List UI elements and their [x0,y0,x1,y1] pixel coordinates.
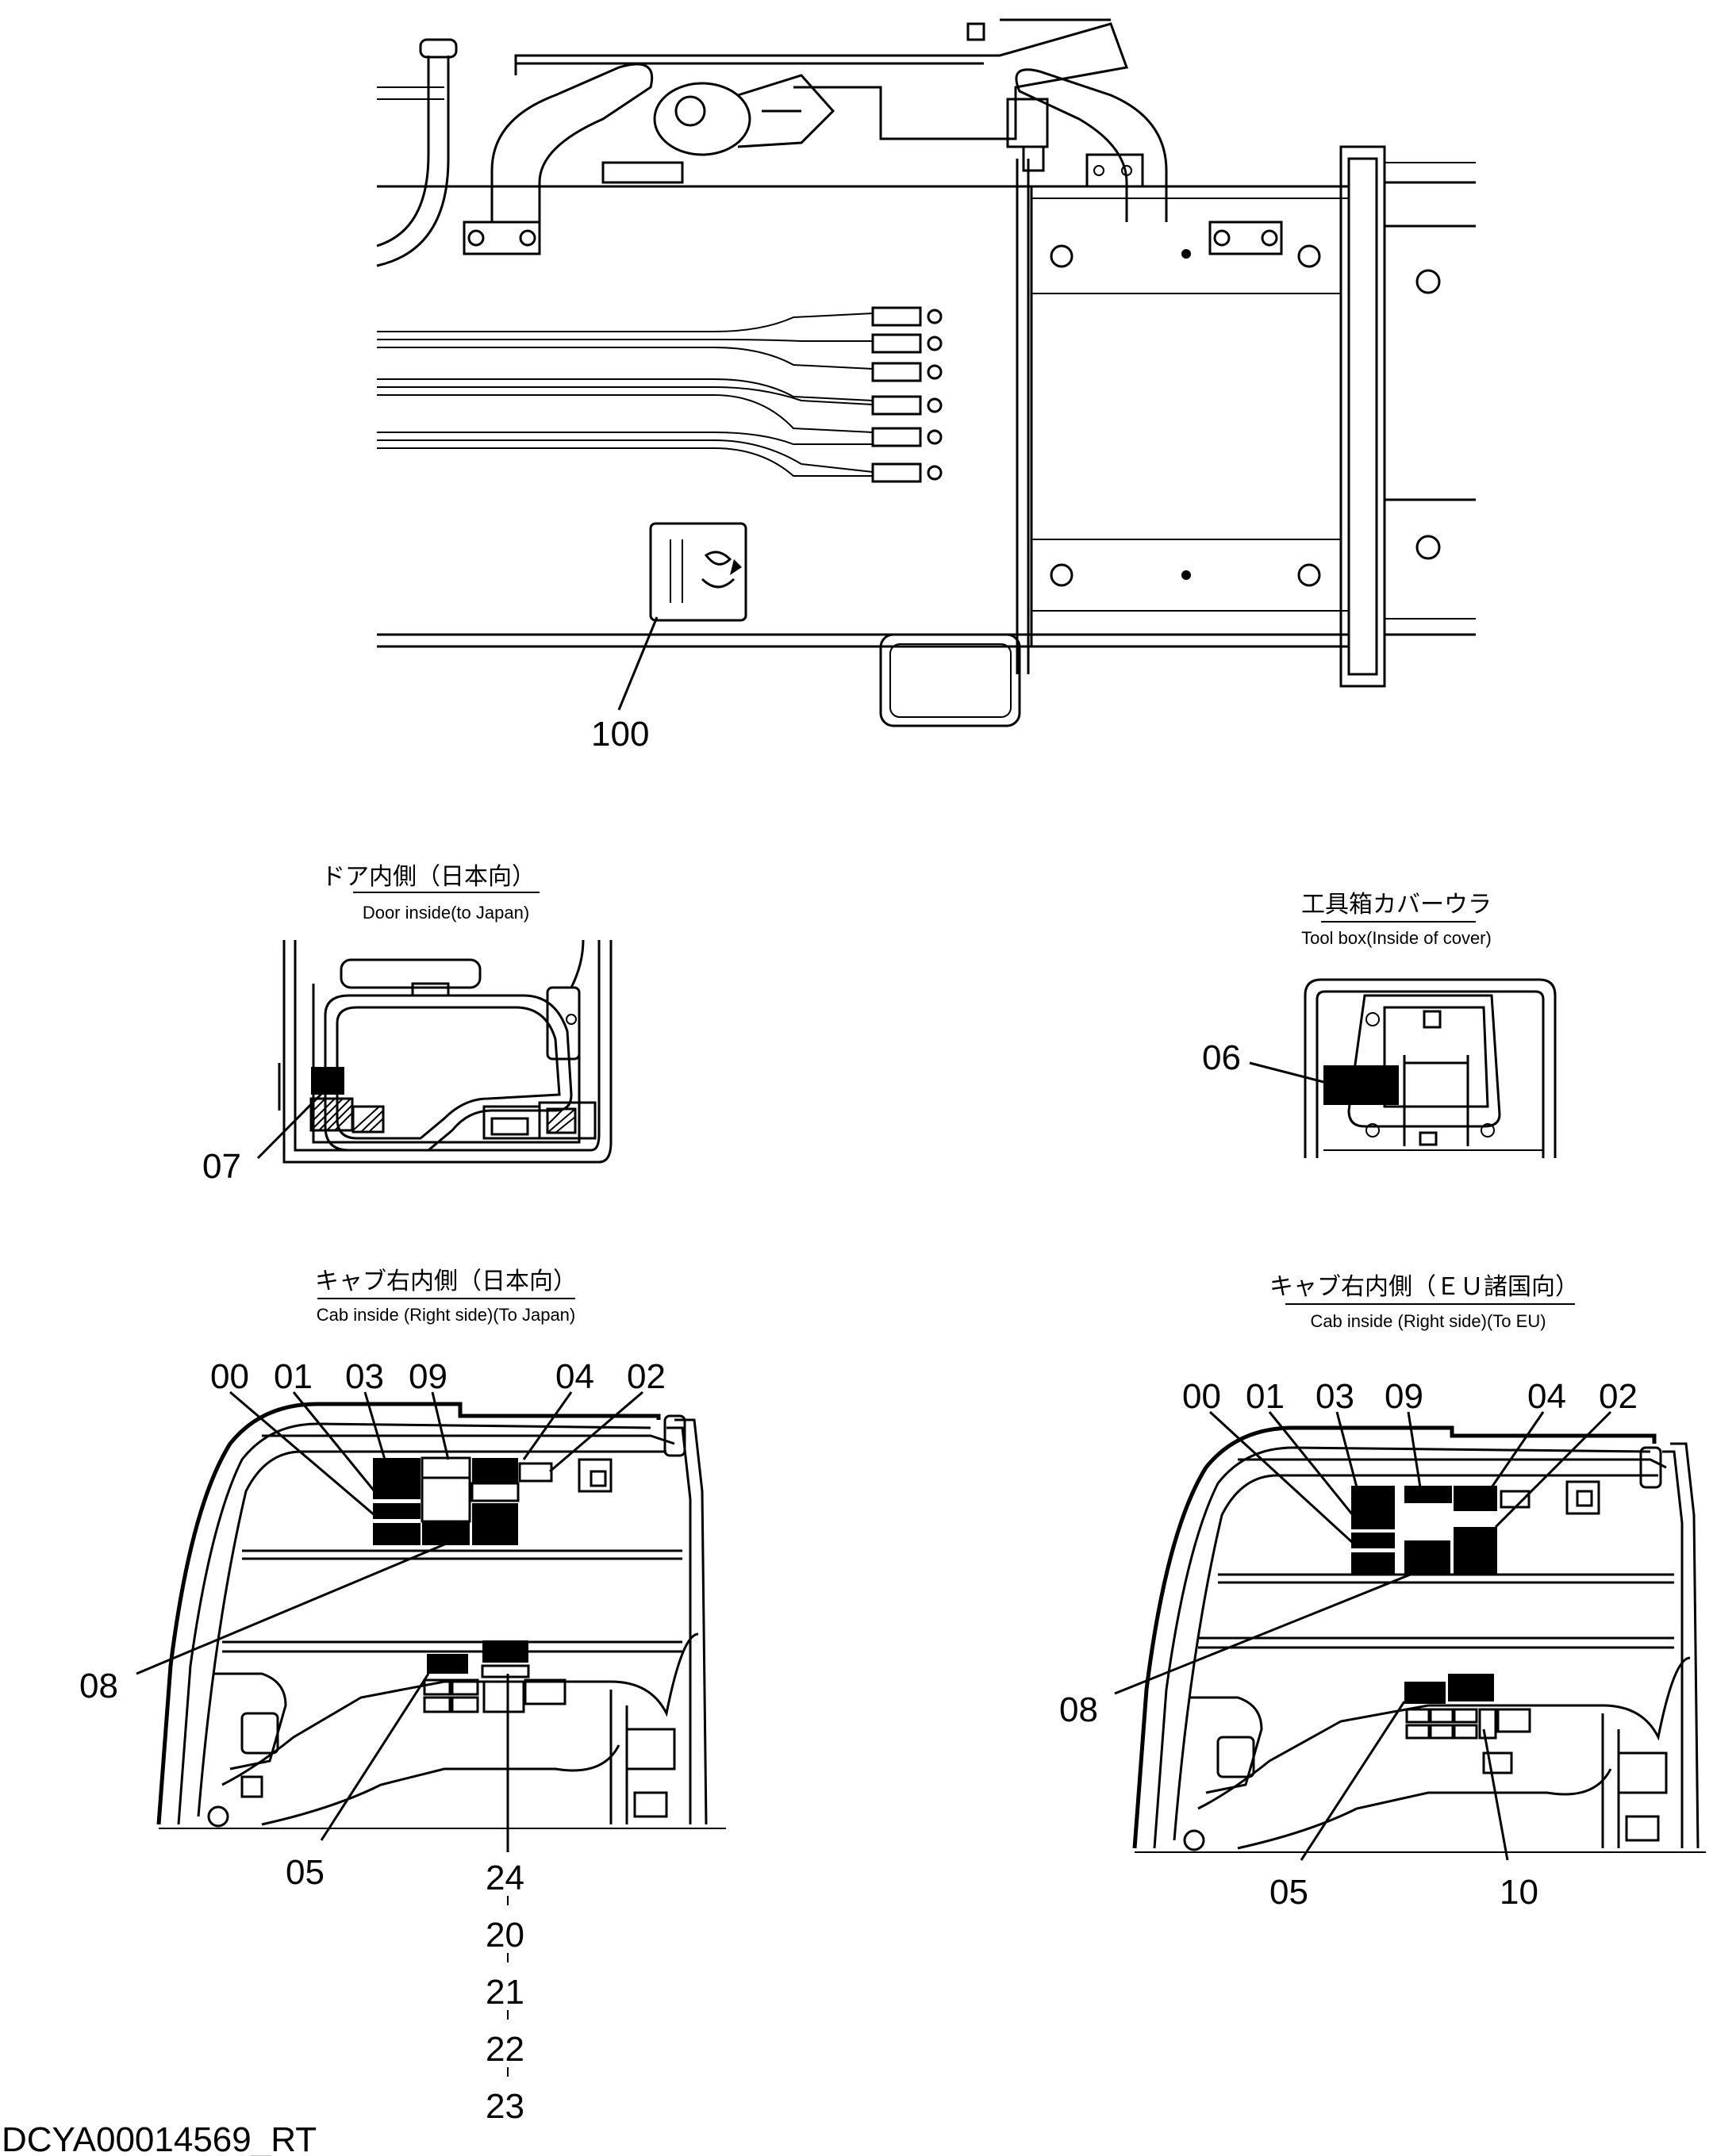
toolbox-view: 工具箱カバーウラ Tool box(Inside of cover) [1301,892,1557,1158]
callout-eu-09: 09 [1385,1377,1423,1416]
callout-jp-23: 23 [486,2087,524,2126]
frame-top-view [376,18,1476,727]
callout-eu-04: 04 [1527,1377,1566,1416]
warning-decal [649,522,747,622]
door-view-title-jp: ドア内側（日本向） [321,864,536,890]
callout-100: 100 [591,715,649,754]
callout-jp-01: 01 [274,1357,313,1396]
door-inside-view: ドア内側（日本向） Door inside(to Japan) [278,864,613,1164]
callout-jp-09: 09 [409,1357,447,1396]
callout-jp-05: 05 [286,1853,325,1892]
callout-jp-03: 03 [345,1357,384,1396]
cab-japan-title-jp: キャブ右内側（日本向） [315,1268,577,1295]
toolbox-view-title-jp: 工具箱カバーウラ [1301,892,1492,918]
cab-japan-view: キャブ右内側（日本向） Cab inside (Right side)(To J… [156,1268,726,1829]
callout-jp-20: 20 [486,1916,524,1955]
callout-jp-24: 24 [486,1859,524,1897]
callout-jp-00: 00 [210,1357,249,1396]
callout-07: 07 [202,1147,241,1186]
callout-eu-02: 02 [1599,1377,1638,1416]
callout-jp-02: 02 [627,1357,666,1396]
callout-jp-04: 04 [555,1357,594,1396]
diagram-id: DCYA00014569_RT [2,2120,317,2156]
callout-eu-05: 05 [1269,1873,1308,1912]
toolbox-view-title-en: Tool box(Inside of cover) [1301,928,1492,948]
callout-jp-21: 21 [486,1973,524,2012]
cab-eu-leaders [1114,1410,1612,1861]
door-view-title-en: Door inside(to Japan) [363,903,529,923]
callout-eu-10: 10 [1500,1873,1538,1912]
callout-eu-00: 00 [1182,1377,1221,1416]
cab-japan-title-en: Cab inside (Right side)(To Japan) [317,1305,576,1325]
cab-eu-title-jp: キャブ右内側（ＥＵ諸国向） [1269,1274,1579,1300]
cab-eu-view: キャブ右内側（ＥＵ諸国向） Cab inside (Right side)(To… [1132,1274,1706,1853]
cab-eu-title-en: Cab inside (Right side)(To EU) [1310,1311,1546,1331]
callout-jp-08: 08 [79,1667,118,1705]
callout-eu-08: 08 [1059,1690,1098,1729]
callout-06: 06 [1202,1038,1241,1077]
callout-jp-22: 22 [486,2030,524,2069]
hose-bundle [377,306,943,483]
callout-eu-01: 01 [1246,1377,1285,1416]
cab-japan-leaders [136,1391,643,2077]
callout-eu-03: 03 [1315,1377,1354,1416]
